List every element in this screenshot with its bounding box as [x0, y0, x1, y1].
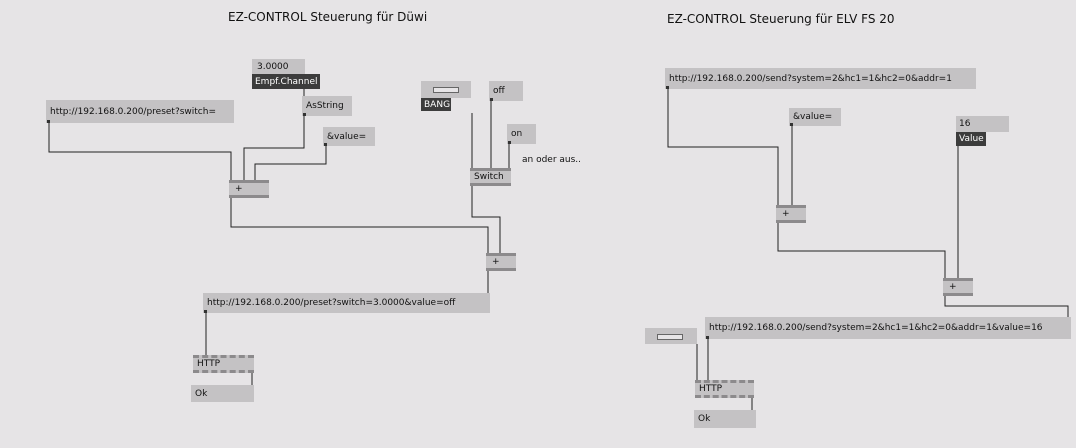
r-value-number: 16	[959, 119, 971, 129]
value-param-string[interactable]: &value=	[323, 127, 375, 146]
concat-node-1[interactable]: +	[229, 180, 269, 198]
on-string-pin-out	[508, 141, 511, 144]
wire-switch-to-plus2	[471, 186, 501, 253]
r-concat-node-2-label: +	[949, 282, 957, 292]
asstring-node[interactable]: AsString	[302, 96, 352, 116]
r-value-label: Value	[956, 132, 986, 146]
bang-label: BANG	[421, 98, 451, 111]
ok-output: Ok	[191, 385, 254, 402]
url-prefix-text: http://192.168.0.200/preset?switch=	[50, 106, 217, 117]
r-concat-node-1[interactable]: +	[776, 205, 806, 223]
asstring-label: AsString	[306, 101, 344, 111]
result-url-pin-out	[204, 310, 207, 313]
on-string[interactable]: on	[507, 124, 536, 144]
off-string-pin-out	[490, 98, 493, 101]
wire-r-plus2-to-url	[944, 296, 1069, 317]
r-value-param-string[interactable]: &value=	[789, 108, 841, 126]
url-prefix-pin-out	[47, 120, 50, 123]
wire-url-to-plus	[48, 123, 232, 180]
result-url-string[interactable]: http://192.168.0.200/preset?switch=3.000…	[203, 293, 490, 313]
bang-label-text: BANG	[424, 99, 451, 110]
url-prefix-string[interactable]: http://192.168.0.200/preset?switch=	[46, 100, 234, 123]
channel-label: Empf.Channel	[252, 74, 320, 89]
ok-output-text: Ok	[195, 388, 208, 399]
result-url-text: http://192.168.0.200/preset?switch=3.000…	[207, 298, 456, 308]
r-result-url-text: http://192.168.0.200/send?system=2&hc1=1…	[709, 323, 1043, 333]
r-value-number-box[interactable]: 16	[956, 116, 1009, 132]
off-string[interactable]: off	[489, 81, 523, 101]
channel-label-text: Empf.Channel	[255, 76, 318, 87]
wire-plus-to-plus2	[230, 198, 489, 253]
wire-value-to-plus	[254, 146, 327, 180]
r-url-prefix-pin-out	[666, 86, 669, 89]
r-http-node-label: HTTP	[699, 384, 723, 394]
left-title: EZ-CONTROL Steuerung für Düwi	[228, 10, 428, 24]
off-string-text: off	[493, 86, 505, 96]
asstring-pin-out	[303, 113, 306, 116]
concat-node-2-label: +	[492, 257, 500, 267]
concat-node-2[interactable]: +	[486, 253, 516, 271]
r-value-label-text: Value	[959, 134, 984, 144]
r-slider[interactable]	[645, 328, 697, 344]
wire-r-plus-to-plus2	[777, 223, 946, 278]
r-http-node[interactable]: HTTP	[695, 380, 754, 398]
bang-slider[interactable]	[421, 81, 471, 98]
r-ok-output-text: Ok	[698, 414, 711, 424]
r-url-prefix-string[interactable]: http://192.168.0.200/send?system=2&hc1=1…	[665, 68, 976, 89]
concat-node-1-label: +	[235, 184, 243, 194]
r-result-url-string[interactable]: http://192.168.0.200/send?system=2&hc1=1…	[705, 317, 1071, 339]
r-result-url-pin-out	[706, 336, 709, 339]
r-ok-output: Ok	[694, 410, 756, 428]
switch-node-label: Switch	[474, 172, 504, 182]
value-param-text: &value=	[327, 131, 367, 142]
right-title: EZ-CONTROL Steuerung für ELV FS 20	[667, 12, 895, 26]
value-param-pin-out	[324, 143, 327, 146]
wire-r-url-to-plus	[667, 89, 779, 205]
r-url-prefix-text: http://192.168.0.200/send?system=2&hc1=1…	[669, 73, 952, 84]
r-value-param-text: &value=	[793, 112, 833, 122]
switch-comment: an oder aus..	[522, 155, 582, 165]
r-value-param-pin-out	[790, 123, 793, 126]
channel-number-box[interactable]: 3.0000	[252, 59, 305, 74]
http-node[interactable]: HTTP	[193, 355, 254, 373]
on-string-text: on	[511, 129, 523, 139]
bang-slider-track	[433, 87, 459, 93]
switch-node[interactable]: Switch	[470, 168, 511, 186]
r-concat-node-2[interactable]: +	[943, 278, 973, 296]
r-concat-node-1-label: +	[782, 209, 790, 219]
r-slider-track	[657, 334, 683, 340]
wire-asstring-to-plus	[243, 116, 305, 180]
channel-number-value: 3.0000	[257, 61, 289, 72]
http-node-label: HTTP	[197, 359, 221, 369]
